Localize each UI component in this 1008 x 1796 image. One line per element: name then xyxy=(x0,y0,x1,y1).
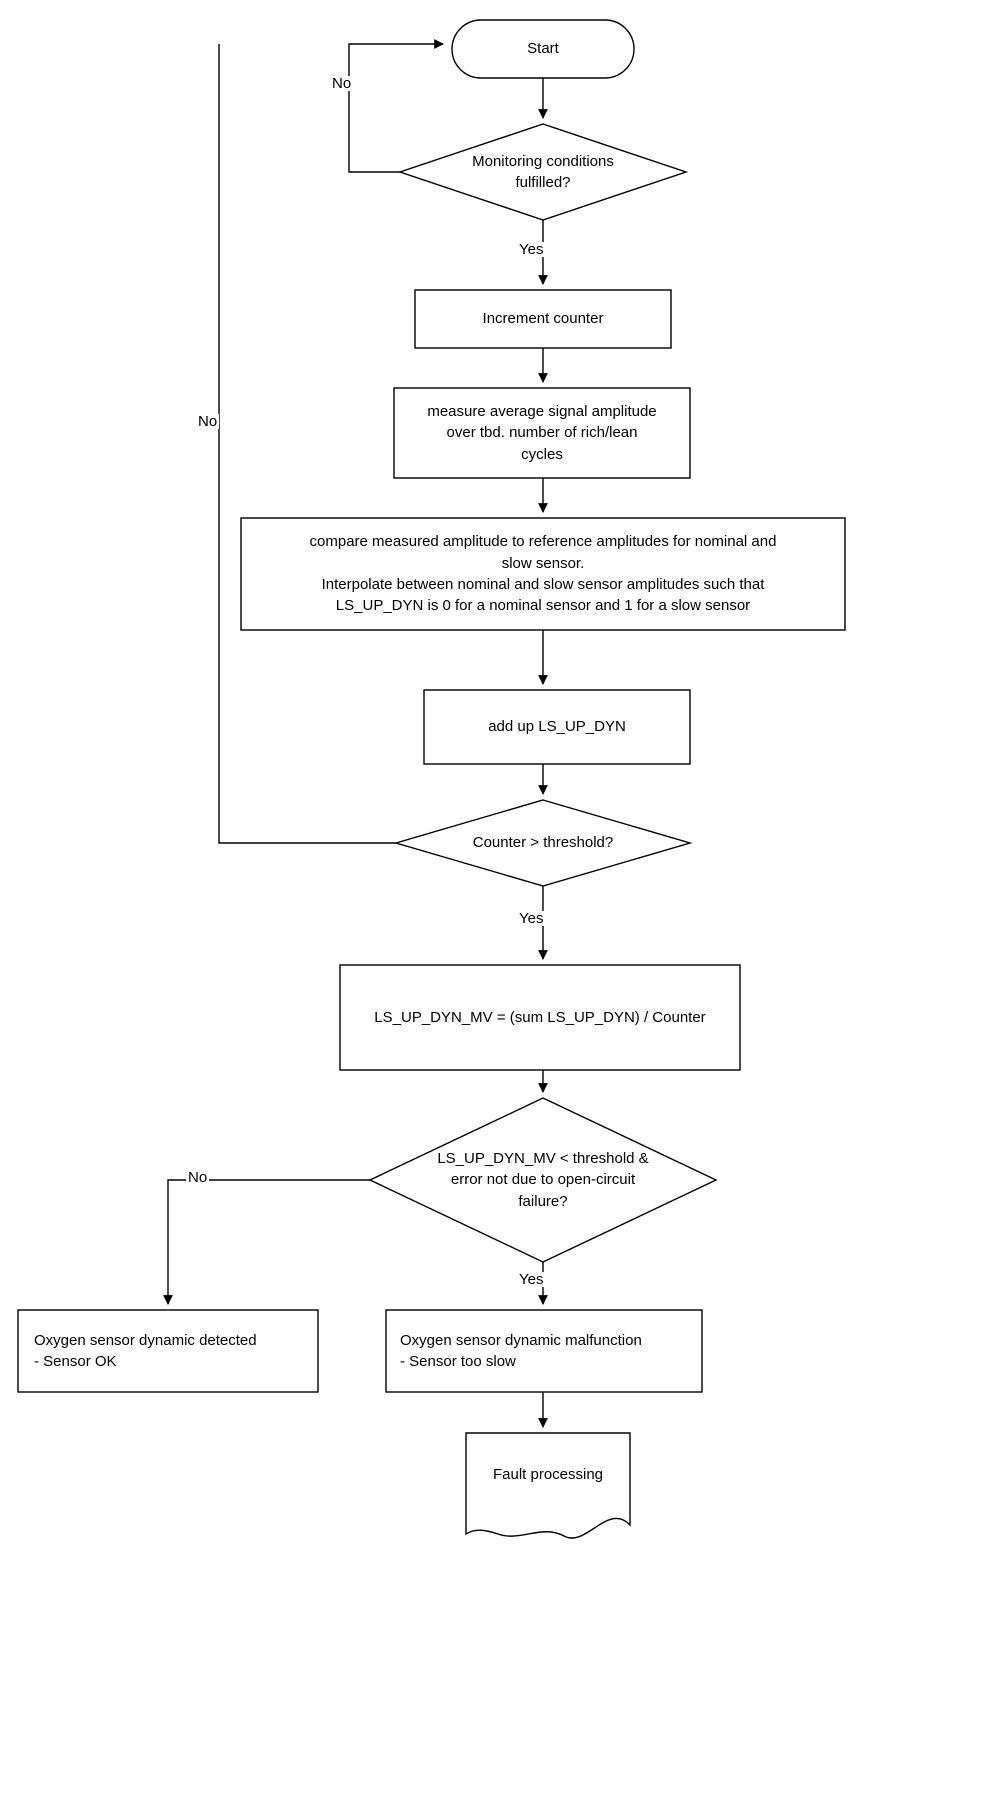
edge-mv-no xyxy=(163,1179,370,1305)
shape-increment-counter xyxy=(414,289,672,349)
shape-sensor-ok xyxy=(17,1309,319,1393)
edge-label-monitoring-no: No xyxy=(330,75,354,92)
shape-add-up xyxy=(423,689,691,765)
shape-counter-threshold xyxy=(393,799,693,887)
shape-mean-value xyxy=(339,964,741,1071)
edge-label-counter-no: No xyxy=(196,413,220,430)
edge-label-mv-yes: Yes xyxy=(517,1271,546,1288)
shape-sensor-malfunction xyxy=(385,1309,703,1393)
edge-label-counter-yes: Yes xyxy=(517,910,546,927)
shape-start xyxy=(451,19,635,79)
edge-counter-no xyxy=(218,44,396,844)
shape-measure-amplitude xyxy=(393,387,691,479)
edge-monitoring-no xyxy=(348,39,444,173)
shape-mv-threshold xyxy=(368,1097,718,1263)
shape-compare-amplitude xyxy=(240,517,846,631)
shape-fault-processing xyxy=(465,1432,631,1539)
edge-label-monitoring-yes: Yes xyxy=(517,241,546,258)
shape-monitoring-conditions xyxy=(397,123,689,221)
edge-label-mv-no: No xyxy=(186,1169,210,1186)
